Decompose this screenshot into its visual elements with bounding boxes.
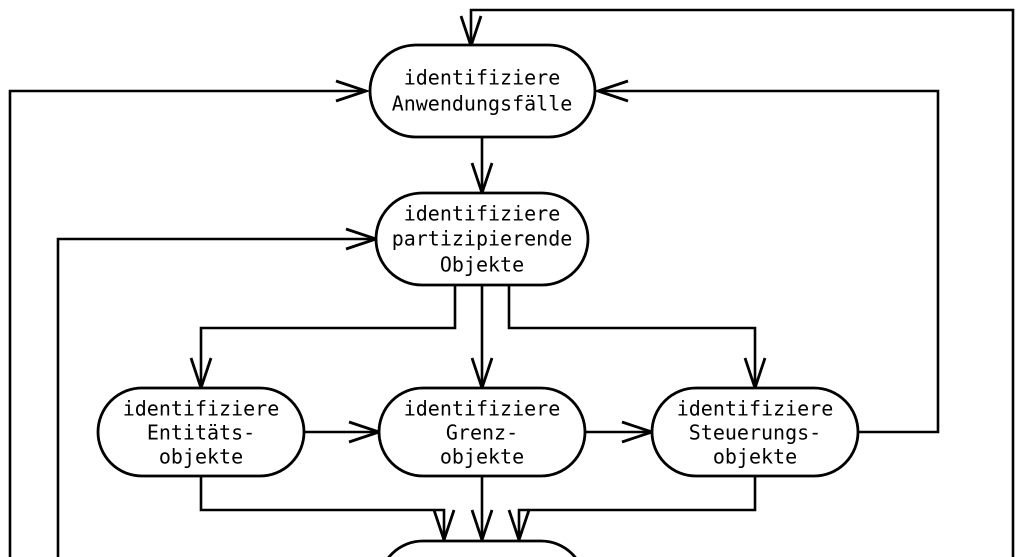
- node-label-participating-line3: Objekte: [440, 253, 524, 277]
- edge-outer-right-rail: [469, 8, 1015, 557]
- node-identifiziere-steuerungsobjekte[interactable]: identifiziere Steuerungs- objekte: [650, 386, 860, 478]
- node-label-boundary-line2: Grenz-: [446, 421, 518, 445]
- node-identifiziere-partizipierende-objekte[interactable]: identifiziere partizipierende Objekte: [374, 191, 590, 287]
- node-label-participating-line2: partizipierende: [392, 227, 573, 251]
- node-label-entity-line1: identifiziere: [123, 397, 280, 421]
- node-label-control-line3: objekte: [713, 445, 797, 469]
- arrowhead-into-usecases-right: [593, 79, 629, 103]
- node-label-control-line2: Steuerungs-: [689, 421, 821, 445]
- edge-control-to-usecases-feedback: [600, 89, 940, 434]
- node-shape-control: [650, 386, 860, 478]
- node-label-usecases-line1: identifiziere: [404, 66, 561, 90]
- node-shape-usecases: [368, 43, 597, 139]
- edge-participating-control-line: [507, 285, 757, 386]
- node-shape-boundary: [377, 386, 587, 478]
- node-label-participating-line1: identifiziere: [404, 202, 561, 226]
- node-label-control-line1: identifiziere: [677, 397, 834, 421]
- node-identifiziere-grenzobjekte[interactable]: identifiziere Grenz- objekte: [377, 386, 587, 478]
- node-label-entity-line3: objekte: [159, 445, 243, 469]
- node-shape-participating: [374, 191, 590, 287]
- edge-participating-entity-line: [199, 285, 457, 386]
- edge-left-inner-rail-to-participating: [56, 237, 374, 557]
- edge-entity-bottom-line: [199, 476, 446, 537]
- nodes-layer: identifiziere Anwendungsfälle identifizi…: [96, 43, 860, 557]
- node-shape-bottom: [387, 539, 577, 557]
- node-naechster-schritt[interactable]: [379, 539, 585, 557]
- edges-layer: [8, 8, 1015, 557]
- arrowhead-into-usecases-left: [335, 79, 371, 103]
- edge-left-outer-rail-to-usecases: [8, 89, 364, 557]
- edge-control-bottom-line: [517, 476, 757, 537]
- node-shape-entity: [96, 386, 306, 478]
- node-label-boundary-line3: objekte: [440, 445, 524, 469]
- node-label-entity-line2: Entitäts-: [147, 421, 255, 445]
- node-label-usecases-line2: Anwendungsfälle: [392, 92, 573, 116]
- node-identifiziere-anwendungsfaelle[interactable]: identifiziere Anwendungsfälle: [368, 43, 597, 139]
- node-identifiziere-entitaetsobjekte[interactable]: identifiziere Entitäts- objekte: [96, 386, 306, 478]
- node-label-boundary-line1: identifiziere: [404, 397, 561, 421]
